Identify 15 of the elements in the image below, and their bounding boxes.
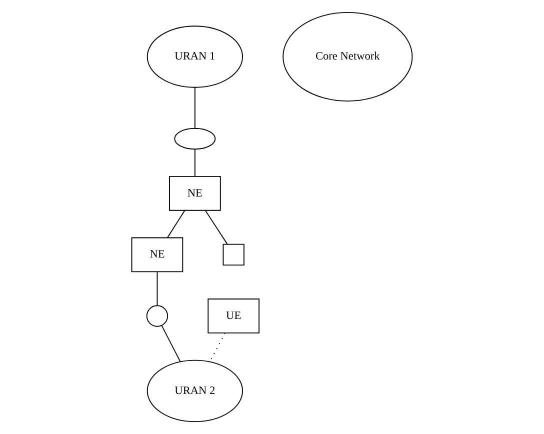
node-box: NE <box>131 237 184 272</box>
node-circle <box>146 305 168 327</box>
node-ellipse: URAN 1 <box>146 26 244 88</box>
node-box <box>222 244 244 266</box>
connector <box>194 87 196 129</box>
connector <box>161 325 181 362</box>
node-box: NE <box>169 176 221 211</box>
connector <box>194 148 196 177</box>
node-box: UE <box>208 298 260 334</box>
connector <box>167 210 186 238</box>
connector <box>156 271 158 306</box>
node-ellipse: Core Network <box>282 12 413 102</box>
connector <box>205 210 228 245</box>
node-ellipse: URAN 2 <box>146 360 244 422</box>
node-ellipse <box>174 128 216 150</box>
